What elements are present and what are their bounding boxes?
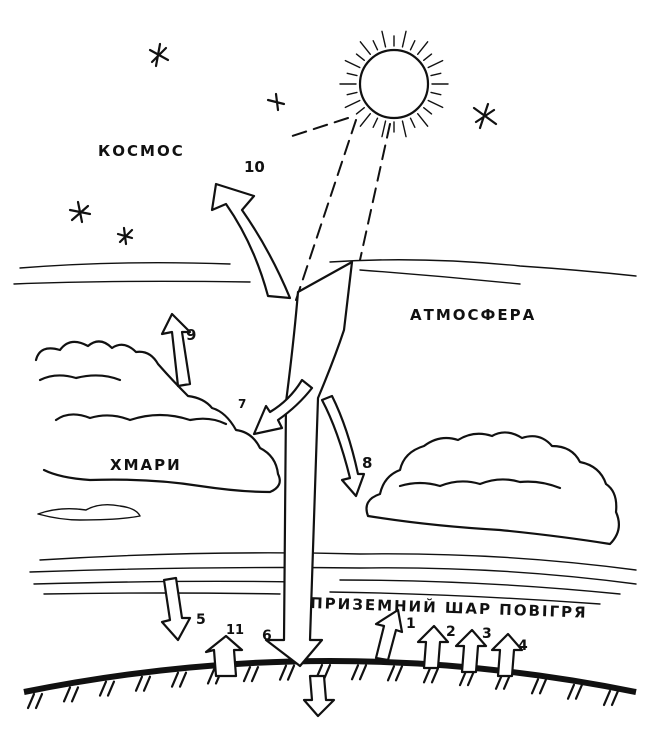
sun-ray [418,42,428,55]
sun-ray [382,121,386,137]
flow-4: 4 [518,638,528,654]
ground-hatch-mark [604,691,618,705]
ground-hatch-mark [280,666,294,680]
sun-ray [345,61,359,68]
sun-ray [347,92,357,94]
ground-hatch-mark [136,677,150,691]
sun-ray [424,108,432,114]
flow-7: 7 [238,397,246,411]
sun-ray [410,41,414,50]
flow-5: 5 [196,612,206,628]
flow-6: 6 [262,628,272,644]
flow-3: 3 [482,626,492,642]
label-surface-layer: ПРИЗЕМНИЙ ШАР ПОВІГРЯ [310,593,588,622]
ground-hatch-mark [532,679,546,693]
star-icon [70,202,90,222]
cloud-icon [38,505,140,520]
ground-hatch-mark [64,687,78,701]
sun-ray [424,54,432,60]
ground-hatch-mark [172,673,186,687]
arrow-icon [206,636,242,676]
flow-10: 10 [244,158,265,176]
ground-hatch-mark [28,694,42,708]
star-icon [150,44,168,66]
ground-hatch-mark [424,668,438,682]
sun-ray [356,108,364,114]
sun-ray [360,114,370,127]
sun-ray [356,54,364,60]
sun-ray [431,73,441,75]
ground-hatch-mark [388,666,402,680]
flow-8: 8 [362,454,372,472]
arrow-icon [212,184,290,298]
sun-ray [418,114,428,127]
flow-11: 11 [226,623,244,638]
sun-ray [428,61,442,68]
star-icon [118,228,132,244]
label-space: КОСМОС [98,142,185,160]
ground-hatch-mark [568,685,582,699]
sun-ray [345,100,359,107]
sun-ray [360,42,370,55]
ground-hatch-mark [460,671,474,685]
arrow-icon [162,314,190,386]
arrow-icon [304,676,334,716]
sun-ray [382,31,386,47]
ground-hatch-mark [100,682,114,696]
arrow-icon [162,578,190,640]
arrow-icon [322,396,364,496]
sun-ray [410,118,414,127]
ground-hatch-mark [244,667,258,681]
sun-ray [428,100,442,107]
sun-ray [373,118,377,127]
flow-1: 1 [406,616,416,632]
label-atmosphere: АТМОСФЕРА [410,306,536,324]
star-icon [474,104,496,128]
sun-ray [373,41,377,50]
sun-ray [431,92,441,94]
star-icon [268,94,284,110]
flow-9: 9 [186,326,196,344]
flow-2: 2 [446,624,456,640]
sun-ray [402,121,406,137]
cloud-icon [367,432,619,544]
arrow-icon [376,610,402,660]
sun-ray [402,31,406,47]
label-clouds: ХМАРИ [110,456,182,474]
sun-ray [347,73,357,75]
ground-hatch-mark [352,665,366,679]
